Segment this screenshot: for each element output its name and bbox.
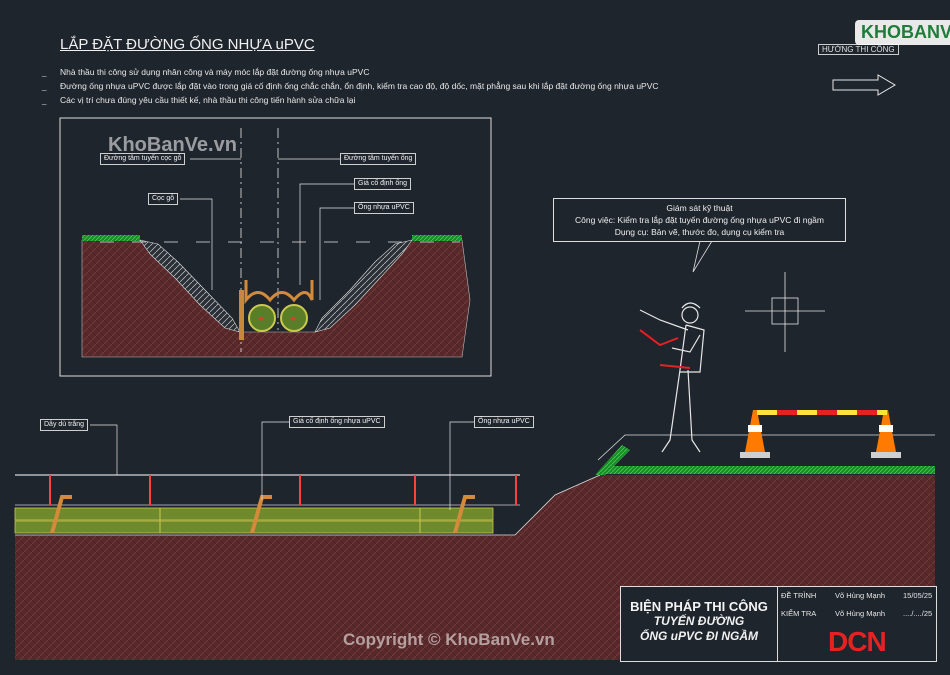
title-block-sub2: ỐNG uPVC ĐI NGẦM (639, 629, 758, 643)
tb-date-1: 15/05/25 (903, 591, 933, 600)
supervisor-figure (639, 302, 705, 453)
title-block-sub1: TUYẾN ĐƯỜNG (653, 614, 745, 628)
tb-role-2: KIỂM TRA (781, 609, 817, 618)
logo-watermark: KHOBANVE (855, 20, 950, 45)
traffic-cone-right (871, 410, 901, 458)
label-pipe-axis: Đường tâm tuyến ống (340, 153, 417, 165)
trench-rock-right (314, 239, 413, 333)
svg-text:+: + (290, 313, 296, 325)
direction-arrow-icon (832, 74, 896, 96)
top-grass (605, 466, 935, 474)
watermark-top: KhoBanVe.vn (108, 134, 237, 156)
label-white-string: Dây dù trắng (40, 419, 89, 431)
callout-tools: Dụng cụ: Bản vẽ, thước đo, dụng cụ kiểm … (614, 227, 785, 237)
wood-stake (239, 290, 244, 340)
title-block-main: BIỆN PHÁP THI CÔNG (630, 599, 768, 614)
trench-soil (81, 239, 471, 358)
tb-name-2: Võ Hùng Mạnh (835, 609, 886, 618)
note-1: Nhà thầu thi công sử dụng nhân công và m… (60, 67, 370, 77)
label-fixing-frame: Giá cố định ống (354, 178, 412, 190)
label-elevation-frame: Giá cố định ống nhựa uPVC (289, 416, 385, 428)
title-block: BIỆN PHÁP THI CÔNG TUYẾN ĐƯỜNG ỐNG uPVC … (620, 586, 937, 662)
callout-work: Công việc: Kiểm tra lắp đặt tuyến đường … (575, 215, 824, 225)
pipe-fixing-frame (244, 280, 314, 305)
label-elevation-pipe: Ống nhựa uPVC (474, 416, 534, 428)
watermark-bottom: Copyright © KhoBanVe.vn (343, 630, 555, 649)
svg-text:+: + (258, 313, 264, 325)
tb-role-1: ĐỀ TRÌNH (781, 591, 817, 600)
label-stake-axis: Đường tâm tuyến cọc gỗ (100, 153, 186, 165)
slope-line (514, 434, 935, 536)
label-wood-stake: Cọc gỗ (148, 193, 179, 205)
bullet-2: _ (42, 82, 47, 91)
brand-logo: DCN (828, 626, 887, 657)
grass-left (82, 235, 140, 241)
bullet-3: _ (42, 96, 47, 105)
note-2: Đường ống nhựa uPVC được lắp đặt vào tro… (60, 81, 659, 91)
section-frame (59, 117, 492, 377)
grass-right (412, 235, 462, 241)
title-block-heading: BIỆN PHÁP THI CÔNG TUYẾN ĐƯỜNG ỐNG uPVC … (621, 587, 778, 661)
callout-title: Giám sát kỹ thuật (666, 203, 733, 213)
barrier-bar (757, 410, 887, 415)
label-upvc-pipe: Ống nhựa uPVC (354, 202, 414, 214)
crosshair-icon (745, 272, 825, 352)
page-title: LẮP ĐẶT ĐƯỜNG ỐNG NHỰA uPVC (60, 36, 315, 53)
slope-grass (595, 445, 630, 475)
pipe-upper (14, 507, 494, 521)
tb-name-1: Võ Hùng Mạnh (835, 591, 886, 600)
pipe-section-1 (248, 304, 276, 332)
tb-date-2: ..../..../25 (903, 609, 933, 618)
direction-label: HƯỚNG THI CÔNG (818, 44, 899, 55)
traffic-cone-left (740, 410, 770, 458)
supervisor-callout: Giám sát kỹ thuật Công việc: Kiểm tra lắ… (553, 198, 846, 242)
pipe-section-2 (280, 304, 308, 332)
note-3: Các vị trí chưa đúng yêu cầu thiết kế, n… (60, 95, 356, 105)
elevation-stakes (49, 475, 517, 505)
bullet-1: _ (42, 68, 47, 77)
